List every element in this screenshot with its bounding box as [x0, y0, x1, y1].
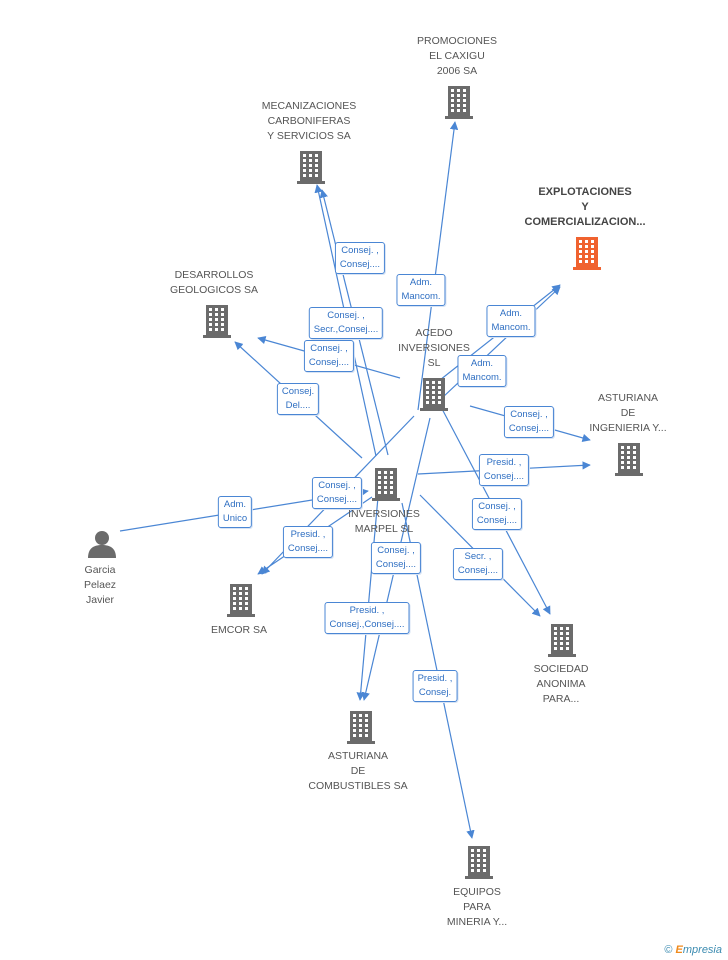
building-icon[interactable] [372, 467, 400, 506]
building-icon[interactable] [420, 377, 448, 416]
building-icon[interactable] [347, 710, 375, 749]
node-label-equipos[interactable]: EQUIPOS PARA MINERIA Y... [446, 886, 508, 928]
edge-line [356, 496, 379, 701]
person-icon[interactable] [87, 530, 117, 563]
node-label-desarrollos[interactable]: DESARROLLOS GEOLOGICOS SA [169, 269, 259, 296]
edge-role-label[interactable]: Secr. , Consej.... [452, 548, 504, 580]
building-icon[interactable] [573, 236, 601, 275]
node-label-asturiana-comb[interactable]: ASTURIANA DE COMBUSTIBLES SA [308, 750, 408, 792]
edge-role-label[interactable]: Presid. , Consej.,Consej.... [324, 602, 410, 634]
edge-role-label[interactable]: Presid. , Consej.... [478, 454, 530, 486]
building-icon[interactable] [465, 845, 493, 884]
building-icon[interactable] [203, 304, 231, 343]
edge-role-label[interactable]: Presid. , Consej.... [282, 526, 334, 558]
node-label-garcia[interactable]: Garcia Pelaez Javier [83, 564, 117, 606]
edge-role-label[interactable]: Consej. Del.... [276, 383, 320, 415]
node-label-emcor[interactable]: EMCOR SA [210, 624, 268, 636]
node-label-asturiana-ing[interactable]: ASTURIANA DE INGENIERIA Y... [589, 392, 667, 434]
edge-role-label[interactable]: Consej. , Consej.... [370, 542, 422, 574]
edge-role-label[interactable]: Adm. Mancom. [396, 274, 446, 306]
node-label-promociones[interactable]: PROMOCIONES EL CAXIGU 2006 SA [417, 35, 497, 77]
building-icon[interactable] [615, 442, 643, 481]
edge-role-label[interactable]: Adm. Mancom. [486, 305, 536, 337]
edge-role-label[interactable]: Presid. , Consej. [412, 670, 458, 702]
node-label-acedo[interactable]: ACEDO INVERSIONES SL [398, 327, 470, 369]
edge-role-label[interactable]: Consej. , Consej.... [311, 477, 363, 509]
node-label-mecanizaciones[interactable]: MECANIZACIONES CARBONIFERAS Y SERVICIOS … [261, 100, 357, 142]
building-icon[interactable] [297, 150, 325, 189]
edge-role-label[interactable]: Consej. , Consej.... [471, 498, 523, 530]
edge-role-label[interactable]: Consej. , Consej.... [303, 340, 355, 372]
building-icon[interactable] [445, 85, 473, 124]
building-icon[interactable] [548, 623, 576, 662]
empresia-logo: © Empresia [664, 944, 722, 956]
edge-role-label[interactable]: Consej. , Secr.,Consej.... [308, 307, 384, 339]
edge-role-label[interactable]: Consej. , Consej.... [503, 406, 555, 438]
edge-role-label[interactable]: Consej. , Consej.... [334, 242, 386, 274]
edge-line [417, 121, 459, 411]
edge-role-label[interactable]: Adm. Unico [217, 496, 253, 528]
node-label-explotaciones[interactable]: EXPLOTACIONES Y COMERCIALIZACION... [524, 186, 646, 228]
edge-role-label[interactable]: Adm. Mancom. [457, 355, 507, 387]
building-icon[interactable] [227, 583, 255, 622]
node-label-inversiones-marpel[interactable]: INVERSIONES MARPEL SL [348, 508, 420, 535]
node-label-sociedad[interactable]: SOCIEDAD ANONIMA PARA... [533, 663, 589, 705]
